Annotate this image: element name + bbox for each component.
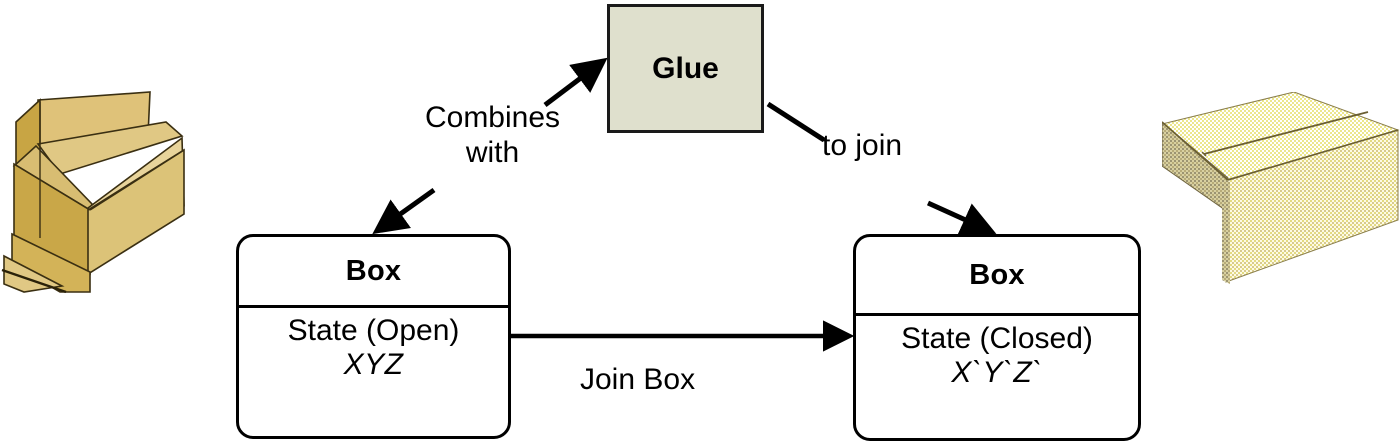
edge-label-to-join-text: to join	[822, 129, 903, 162]
edge-label-join-box-text: Join Box	[580, 363, 696, 396]
node-box-open[interactable]: Box State (Open) XYZ	[236, 234, 511, 439]
edge-label-to-join: to join	[822, 128, 902, 163]
node-box-closed-state: State (Closed)	[901, 322, 1093, 355]
glue-node[interactable]: Glue	[607, 4, 764, 133]
edge-label-combines-line1: Combines	[424, 101, 561, 134]
node-box-closed-vars: X`Y`Z`	[951, 355, 1043, 389]
closed-box-illustration	[1162, 92, 1400, 284]
node-box-open-state: State (Open)	[287, 314, 460, 347]
edge-glue-to-join-a	[766, 101, 826, 143]
node-box-open-header: Box	[239, 237, 508, 308]
open-box-illustration	[1, 91, 185, 293]
node-box-open-title: Box	[345, 254, 402, 287]
node-box-open-vars: XYZ	[343, 347, 404, 381]
glue-node-label: Glue	[652, 51, 719, 85]
node-box-closed-header: Box	[856, 237, 1138, 316]
closed-box-shape	[1162, 92, 1400, 284]
edge-label-join-box: Join Box	[580, 362, 695, 397]
edge-label-combines-with: Combines with	[400, 100, 585, 171]
open-box-shape	[1, 91, 185, 293]
edge-label-combines-line2: with	[465, 136, 520, 170]
node-box-closed[interactable]: Box State (Closed) X`Y`Z`	[853, 234, 1141, 441]
node-box-closed-title: Box	[969, 258, 1025, 291]
node-box-open-body: State (Open) XYZ	[239, 308, 508, 436]
edge-combines-to-box-open	[372, 187, 436, 235]
node-box-closed-body: State (Closed) X`Y`Z`	[856, 316, 1138, 438]
edge-combines-to-glue	[543, 57, 608, 107]
edge-glue-to-box-closed	[926, 200, 997, 236]
